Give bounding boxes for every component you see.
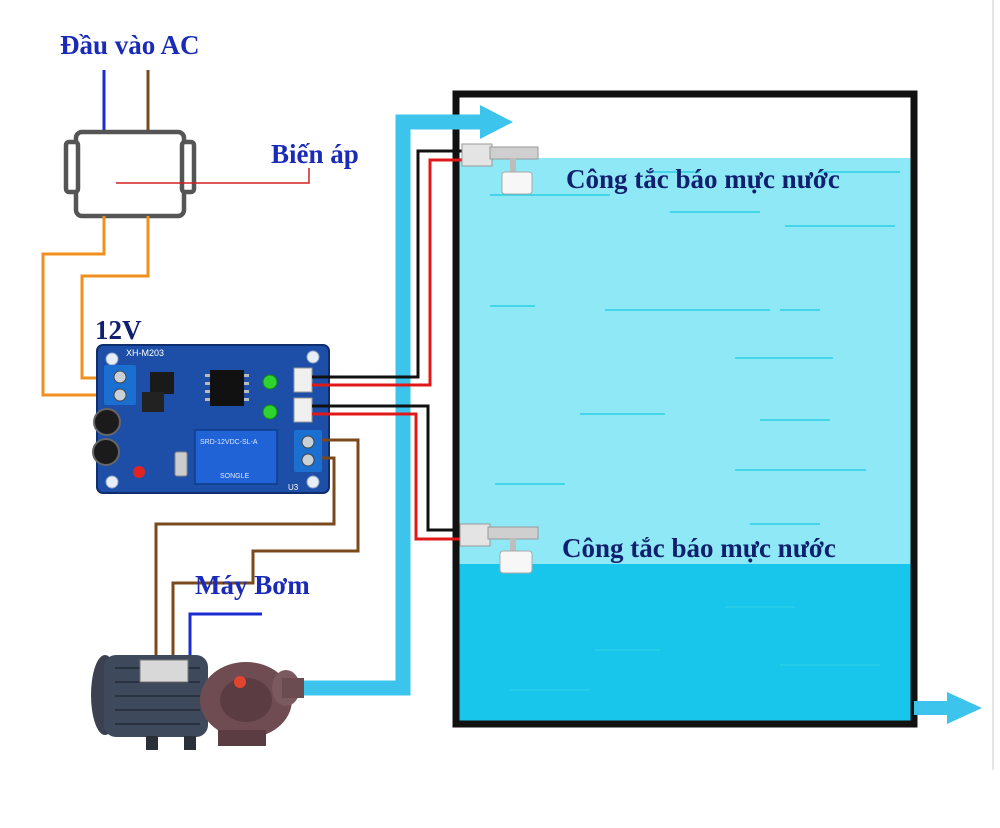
- water-lower: [456, 564, 914, 722]
- ac-input-label: Đầu vào AC: [60, 30, 200, 60]
- water-upper: [456, 158, 914, 564]
- controller-board: [92, 344, 330, 494]
- pump-label: Máy Bơm: [195, 570, 310, 600]
- water-ripples: [490, 171, 900, 691]
- wire-top-black: [312, 149, 463, 379]
- inlet-arrow: [480, 105, 513, 139]
- outlet-arrow: [947, 692, 982, 724]
- wire-pump-brown-1: [171, 438, 360, 660]
- wire-12v-b: [80, 216, 150, 380]
- float-switch-bottom-label: Công tắc báo mực nước: [562, 533, 836, 563]
- main-ic: [210, 370, 244, 406]
- float-switch-top: [461, 143, 539, 195]
- wire-pump-blue: [188, 612, 262, 660]
- wire-12v-a: [41, 216, 106, 397]
- relay: [194, 429, 278, 485]
- sensor-connector-2: [293, 397, 313, 423]
- capacitor-1: [93, 408, 121, 436]
- outlet-pipe: [914, 692, 982, 724]
- transformer-label: Biến áp: [271, 139, 359, 169]
- wire-pump-brown-2: [154, 456, 336, 660]
- wire-top-red: [312, 158, 463, 387]
- water-tank: [452, 90, 918, 728]
- pump-junction-box: [139, 659, 189, 683]
- transformer-symbol: [63, 129, 197, 219]
- wire-bottom-red: [312, 412, 463, 541]
- float-switch-top-label: Công tắc báo mực nước: [566, 164, 840, 194]
- float-switch-bottom: [459, 523, 539, 574]
- regulator-chip: [150, 372, 174, 394]
- tank-outline: [452, 90, 918, 728]
- water-pump: [91, 655, 304, 750]
- relay-terminal: [294, 430, 322, 472]
- transformer-pointer: [116, 168, 310, 184]
- capacitor-2: [92, 438, 120, 466]
- power-terminal: [104, 365, 136, 405]
- voltage-label: 12V: [95, 315, 142, 345]
- wire-bottom-black: [312, 404, 463, 532]
- led-green-1: [262, 374, 278, 390]
- sensor-connector-1: [293, 367, 313, 393]
- led-red: [133, 466, 145, 478]
- led-green-2: [262, 404, 278, 420]
